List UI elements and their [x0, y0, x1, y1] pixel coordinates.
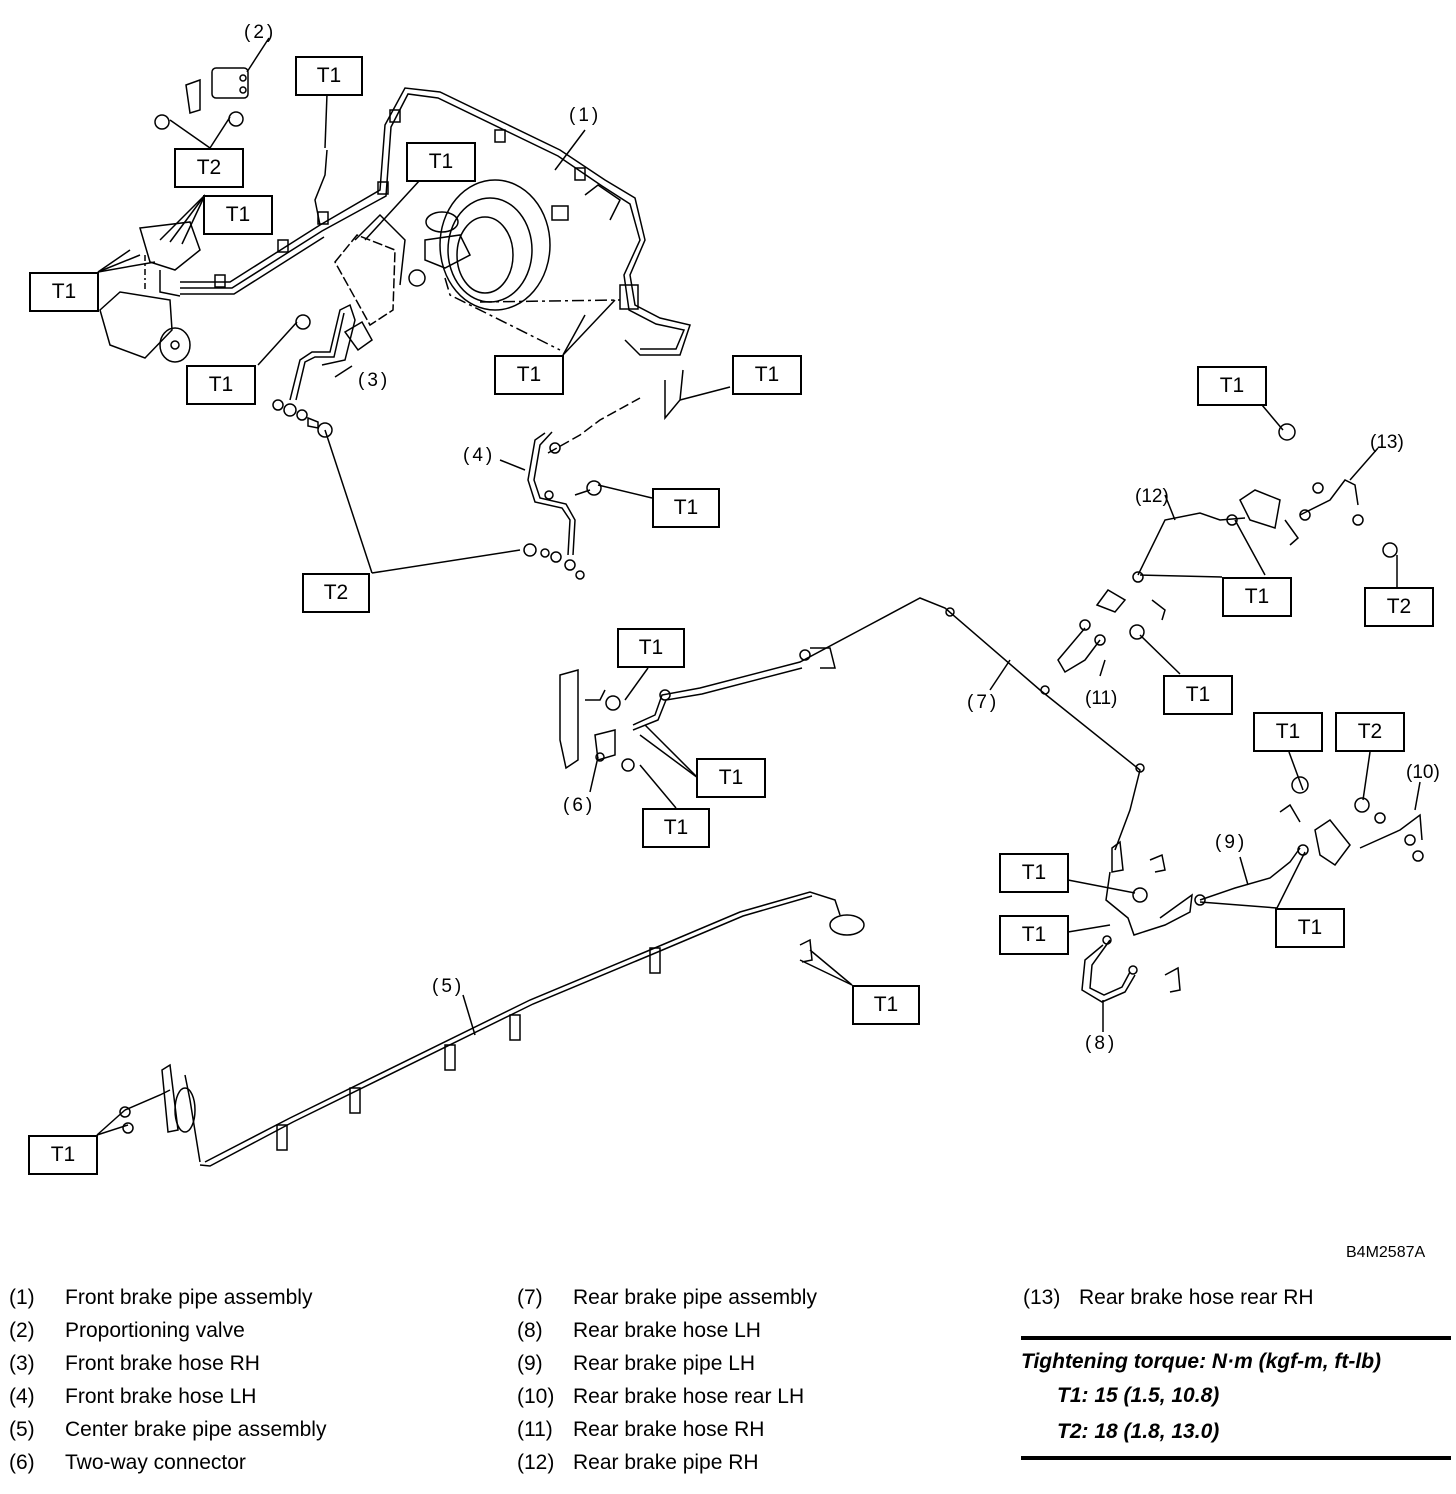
- callout-7: (7): [967, 692, 1000, 713]
- legend-number: (7): [517, 1285, 543, 1309]
- torque-box-t1: T1: [29, 272, 99, 312]
- torque-box-t1: T1: [203, 195, 273, 235]
- legend-label: Rear brake pipe assembly: [573, 1285, 817, 1309]
- torque-box-t1: T1: [732, 355, 802, 395]
- legend-label: Rear brake hose LH: [573, 1318, 761, 1342]
- two-way-connector: [559, 597, 1145, 873]
- hydraulic-unit: [99, 221, 201, 363]
- callout-3: (3): [358, 370, 391, 391]
- legend-item: (6) Two-way connector: [9, 1446, 326, 1479]
- torque-box-t2: T2: [302, 573, 370, 613]
- torque-box-t1: T1: [406, 142, 476, 182]
- torque-box-t1: T1: [1253, 712, 1323, 752]
- torque-box-t1: T1: [652, 488, 720, 528]
- legend-item: (8) Rear brake hose LH: [517, 1314, 817, 1347]
- proportioning-valve: [154, 67, 249, 130]
- legend-number: (9): [517, 1351, 543, 1375]
- legend-number: (11): [517, 1417, 553, 1441]
- legend-number: (4): [9, 1384, 35, 1408]
- legend-number: (2): [9, 1318, 35, 1342]
- callout-5: (5): [432, 976, 465, 997]
- legend-number: (8): [517, 1318, 543, 1342]
- legend-item: (2) Proportioning valve: [9, 1314, 326, 1347]
- torque-box-t2: T2: [1335, 712, 1405, 752]
- brake-booster: [408, 179, 621, 351]
- legend-column-2: (7) Rear brake pipe assembly (8) Rear brak…: [517, 1281, 817, 1479]
- divider: [1021, 1456, 1451, 1460]
- callout-13: (13): [1370, 432, 1404, 453]
- front-brake-pipe-assembly: [159, 87, 691, 356]
- legend-label: Center brake pipe assembly: [65, 1417, 327, 1441]
- callout-8: (8): [1085, 1033, 1118, 1054]
- torque-box-t1: T1: [494, 355, 564, 395]
- legend-item: (10) Rear brake hose rear LH: [517, 1380, 817, 1413]
- torque-box-t1: T1: [186, 365, 256, 405]
- torque-box-t1: T1: [852, 985, 920, 1025]
- legend-label: Rear brake hose RH: [573, 1417, 765, 1441]
- legend-item: (11) Rear brake hose RH: [517, 1413, 817, 1446]
- torque-spec-table: Tightening torque: N·m (kgf-m, ft-lb) T1…: [1021, 1336, 1451, 1460]
- legend-label: Front brake pipe assembly: [65, 1285, 313, 1309]
- legend-label: Rear brake pipe RH: [573, 1450, 759, 1474]
- legend-number: (1): [9, 1285, 35, 1309]
- torque-box-t2: T2: [174, 148, 244, 188]
- torque-box-t1: T1: [642, 808, 710, 848]
- torque-box-t2: T2: [1364, 587, 1434, 627]
- brake-line-diagram: [96, 37, 1424, 1167]
- torque-box-t1: T1: [617, 628, 685, 668]
- legend-label: Two-way connector: [65, 1450, 246, 1474]
- torque-spec-t1: T1: 15 (1.5, 10.8): [1057, 1384, 1220, 1407]
- torque-box-t1: T1: [1197, 366, 1267, 406]
- torque-spec-t2: T2: 18 (1.8, 13.0): [1057, 1420, 1220, 1443]
- torque-box-t1: T1: [999, 915, 1069, 955]
- legend-label: Rear brake hose rear LH: [573, 1384, 805, 1408]
- leader-lines: [96, 37, 1421, 1136]
- front-brake-hose-lh: [523, 369, 684, 580]
- rear-rh-assembly: [1057, 423, 1398, 674]
- callout-1: (1): [569, 105, 602, 126]
- legend-item: (12) Rear brake pipe RH: [517, 1446, 817, 1479]
- torque-box-t1: T1: [1275, 908, 1345, 948]
- legend-item: (7) Rear brake pipe assembly: [517, 1281, 817, 1314]
- legend-label: Front brake hose RH: [65, 1351, 260, 1375]
- legend-item: (13) Rear brake hose rear RH: [1023, 1281, 1314, 1314]
- legend-item: (5) Center brake pipe assembly: [9, 1413, 326, 1446]
- torque-spec-title: Tightening torque: N·m (kgf-m, ft-lb): [1021, 1350, 1382, 1373]
- legend-label: Front brake hose LH: [65, 1384, 257, 1408]
- divider: [1021, 1336, 1451, 1340]
- legend-column-3: (13) Rear brake hose rear RH: [1023, 1281, 1314, 1314]
- legend-item: (1) Front brake pipe assembly: [9, 1281, 326, 1314]
- torque-box-t1: T1: [1163, 675, 1233, 715]
- callout-12: (12): [1135, 486, 1169, 507]
- callout-9: (9): [1215, 832, 1248, 853]
- legend-item: (4) Front brake hose LH: [9, 1380, 326, 1413]
- callout-4: (4): [463, 445, 496, 466]
- legend-column-1: (1) Front brake pipe assembly (2) Proporti…: [9, 1281, 326, 1479]
- center-brake-pipe-assembly: [119, 891, 865, 1167]
- rear-lh-assembly: [1081, 776, 1424, 1003]
- master-cylinder-bracket: [334, 184, 621, 327]
- callout-11: (11): [1085, 688, 1118, 709]
- callout-10: (10): [1406, 762, 1440, 783]
- legend-label: Rear brake hose rear RH: [1079, 1285, 1314, 1309]
- torque-box-t1: T1: [28, 1135, 98, 1175]
- callout-6: (6): [563, 795, 596, 816]
- torque-box-t1: T1: [696, 758, 766, 798]
- torque-box-t1: T1: [1222, 577, 1292, 617]
- legend-label: Rear brake pipe LH: [573, 1351, 756, 1375]
- callout-2: (2): [244, 22, 277, 43]
- torque-box-t1: T1: [999, 853, 1069, 893]
- legend-item: (3) Front brake hose RH: [9, 1347, 326, 1380]
- legend-number: (3): [9, 1351, 35, 1375]
- legend-number: (5): [9, 1417, 35, 1441]
- legend-label: Proportioning valve: [65, 1318, 245, 1342]
- torque-box-t1: T1: [295, 56, 363, 96]
- legend-item: (9) Rear brake pipe LH: [517, 1347, 817, 1380]
- legend-number: (6): [9, 1450, 35, 1474]
- legend-number: (12): [517, 1450, 555, 1474]
- legend-number: (13): [1023, 1285, 1061, 1309]
- figure-code: B4M2587A: [1346, 1244, 1426, 1261]
- legend-number: (10): [517, 1384, 555, 1408]
- front-brake-hose-rh: [272, 303, 373, 438]
